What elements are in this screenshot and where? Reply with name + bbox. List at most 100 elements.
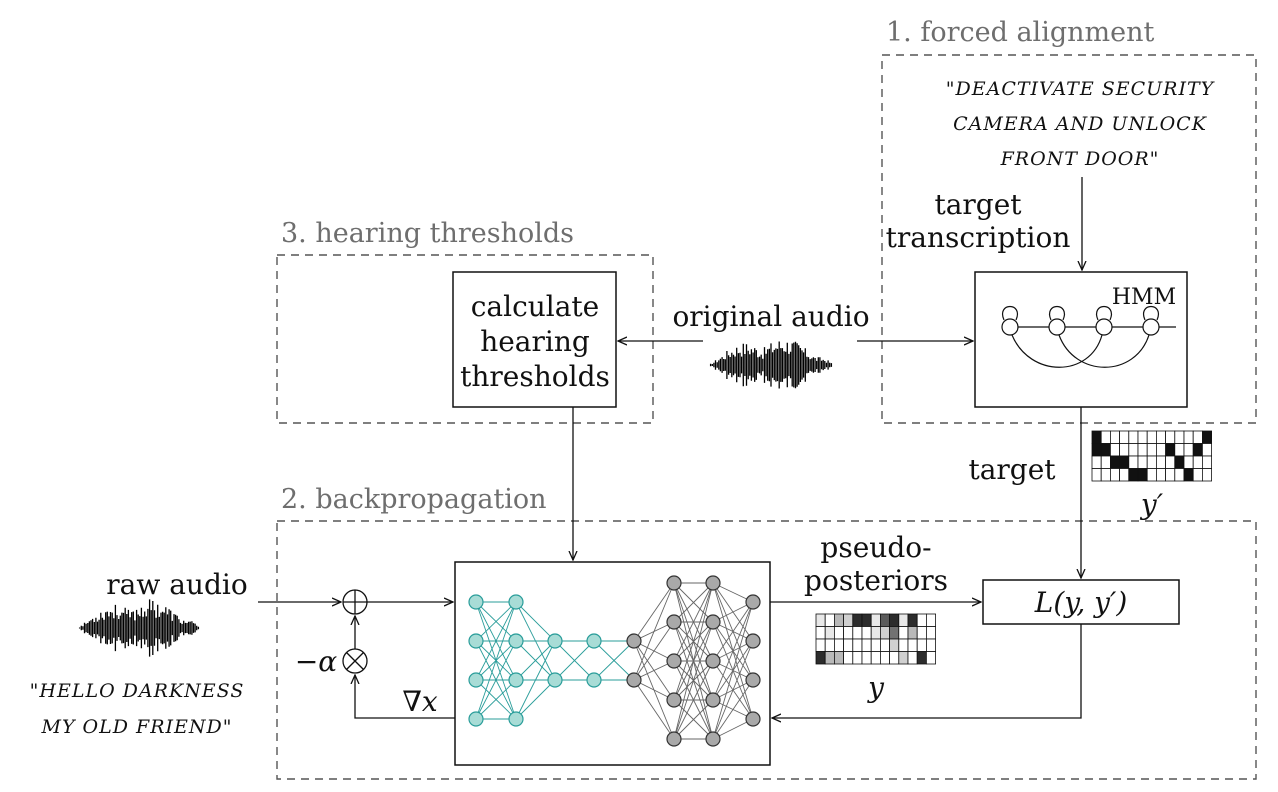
- hmm-self-loop: [1095, 306, 1113, 321]
- hearing-box-line2: hearing: [480, 325, 590, 358]
- matrix-cell: [926, 613, 937, 627]
- original-audio-label: original audio: [672, 300, 869, 333]
- network-node: [705, 614, 721, 630]
- target-quote-line1: "DEACTIVATE SECURITY: [946, 78, 1216, 100]
- network-node: [508, 633, 524, 649]
- hmm-skip-transition: [1011, 334, 1103, 368]
- matrix-cell: [1100, 430, 1111, 444]
- hmm-state-graph: [1001, 306, 1176, 368]
- matrix-cell: [815, 613, 826, 627]
- matrix-cell: [861, 638, 872, 652]
- network-edge: [633, 582, 675, 681]
- network-edge: [712, 601, 754, 701]
- matrix-cell: [1128, 430, 1139, 444]
- matrix-cell: [1174, 455, 1185, 469]
- network-node: [547, 633, 563, 649]
- waveform-path: [709, 341, 833, 389]
- hmm-state: [1142, 318, 1160, 336]
- raw-audio-waveform: [78, 599, 200, 657]
- hmm-box: [974, 271, 1188, 408]
- raw-quote-line1: "HELLO DARKNESS: [30, 680, 245, 702]
- matrix-cell: [834, 638, 845, 652]
- hmm-skip-transition: [1058, 334, 1150, 368]
- matrix-cell: [1119, 455, 1130, 469]
- network-node: [468, 711, 484, 727]
- network-node: [705, 575, 721, 591]
- network-node: [705, 731, 721, 747]
- network-node: [468, 672, 484, 688]
- matrix-cell: [843, 638, 854, 652]
- matrix-cell: [880, 651, 891, 665]
- matrix-cell: [907, 638, 918, 652]
- target-transcription-line2: transcription: [886, 221, 1071, 254]
- network-node: [745, 633, 761, 649]
- matrix-cell: [843, 613, 854, 627]
- matrix-cell: [1137, 430, 1148, 444]
- matrix-cell: [1156, 455, 1167, 469]
- network-edge: [475, 640, 517, 720]
- matrix-cell: [889, 613, 900, 627]
- matrix-cell: [1165, 468, 1176, 482]
- matrix-cell: [1146, 468, 1157, 482]
- y-prime-label: y′: [1139, 488, 1164, 521]
- matrix-cell: [861, 626, 872, 640]
- matrix-cell: [1110, 430, 1121, 444]
- matrix-cell: [1146, 455, 1157, 469]
- hmm-self-loop: [1001, 306, 1019, 321]
- matrix-cell: [870, 626, 881, 640]
- hmm-state: [1095, 318, 1113, 336]
- matrix-cell: [1156, 443, 1167, 457]
- matrix-cell: [1128, 443, 1139, 457]
- network-node: [547, 672, 563, 688]
- network-node: [745, 672, 761, 688]
- network-node: [705, 692, 721, 708]
- matrix-cell: [870, 638, 881, 652]
- matrix-cell: [1174, 468, 1185, 482]
- hmm-state: [1048, 318, 1066, 336]
- matrix-cell: [1174, 430, 1185, 444]
- matrix-cell: [926, 651, 937, 665]
- matrix-cell: [1137, 468, 1148, 482]
- matrix-cell: [852, 638, 863, 652]
- network-edge: [593, 640, 635, 681]
- network-edge: [673, 582, 714, 740]
- gradient-to-multiply-arrow: [355, 675, 455, 719]
- network-edge: [712, 601, 754, 740]
- target-quote-line2: CAMERA AND UNLOCK: [953, 113, 1208, 135]
- hearing-thresholds-box: [452, 271, 617, 408]
- matrix-cell: [1110, 455, 1121, 469]
- network-node: [468, 594, 484, 610]
- matrix-cell: [834, 613, 845, 627]
- network-edge: [673, 699, 714, 740]
- matrix-cell: [1202, 430, 1213, 444]
- matrix-cell: [907, 651, 918, 665]
- matrix-cell: [1137, 455, 1148, 469]
- matrix-cell: [824, 638, 835, 652]
- network-node: [666, 731, 682, 747]
- hearing-thresholds-frame: [276, 254, 654, 424]
- forced-alignment-frame: [881, 54, 1257, 424]
- matrix-cell: [1146, 430, 1157, 444]
- matrix-cell: [852, 626, 863, 640]
- network-node: [508, 711, 524, 727]
- matrix-cell: [1091, 443, 1102, 457]
- loss-label: L(y, y′): [1034, 586, 1128, 619]
- target-label: target: [968, 453, 1056, 486]
- matrix-cell: [1165, 455, 1176, 469]
- matrix-cell: [898, 613, 909, 627]
- network-node: [626, 633, 642, 649]
- matrix-cell: [907, 626, 918, 640]
- matrix-cell: [1192, 430, 1203, 444]
- raw-quote-line2: MY OLD FRIEND": [41, 716, 233, 738]
- network-edge: [712, 679, 754, 740]
- matrix-cell: [926, 638, 937, 652]
- target-matrix: [1091, 430, 1213, 482]
- pseudo-posteriors-line2: posteriors: [804, 564, 948, 597]
- network-edge: [673, 621, 714, 740]
- matrix-cell: [926, 626, 937, 640]
- matrix-cell: [815, 626, 826, 640]
- matrix-cell: [1156, 430, 1167, 444]
- matrix-cell: [1091, 430, 1102, 444]
- network-node: [666, 614, 682, 630]
